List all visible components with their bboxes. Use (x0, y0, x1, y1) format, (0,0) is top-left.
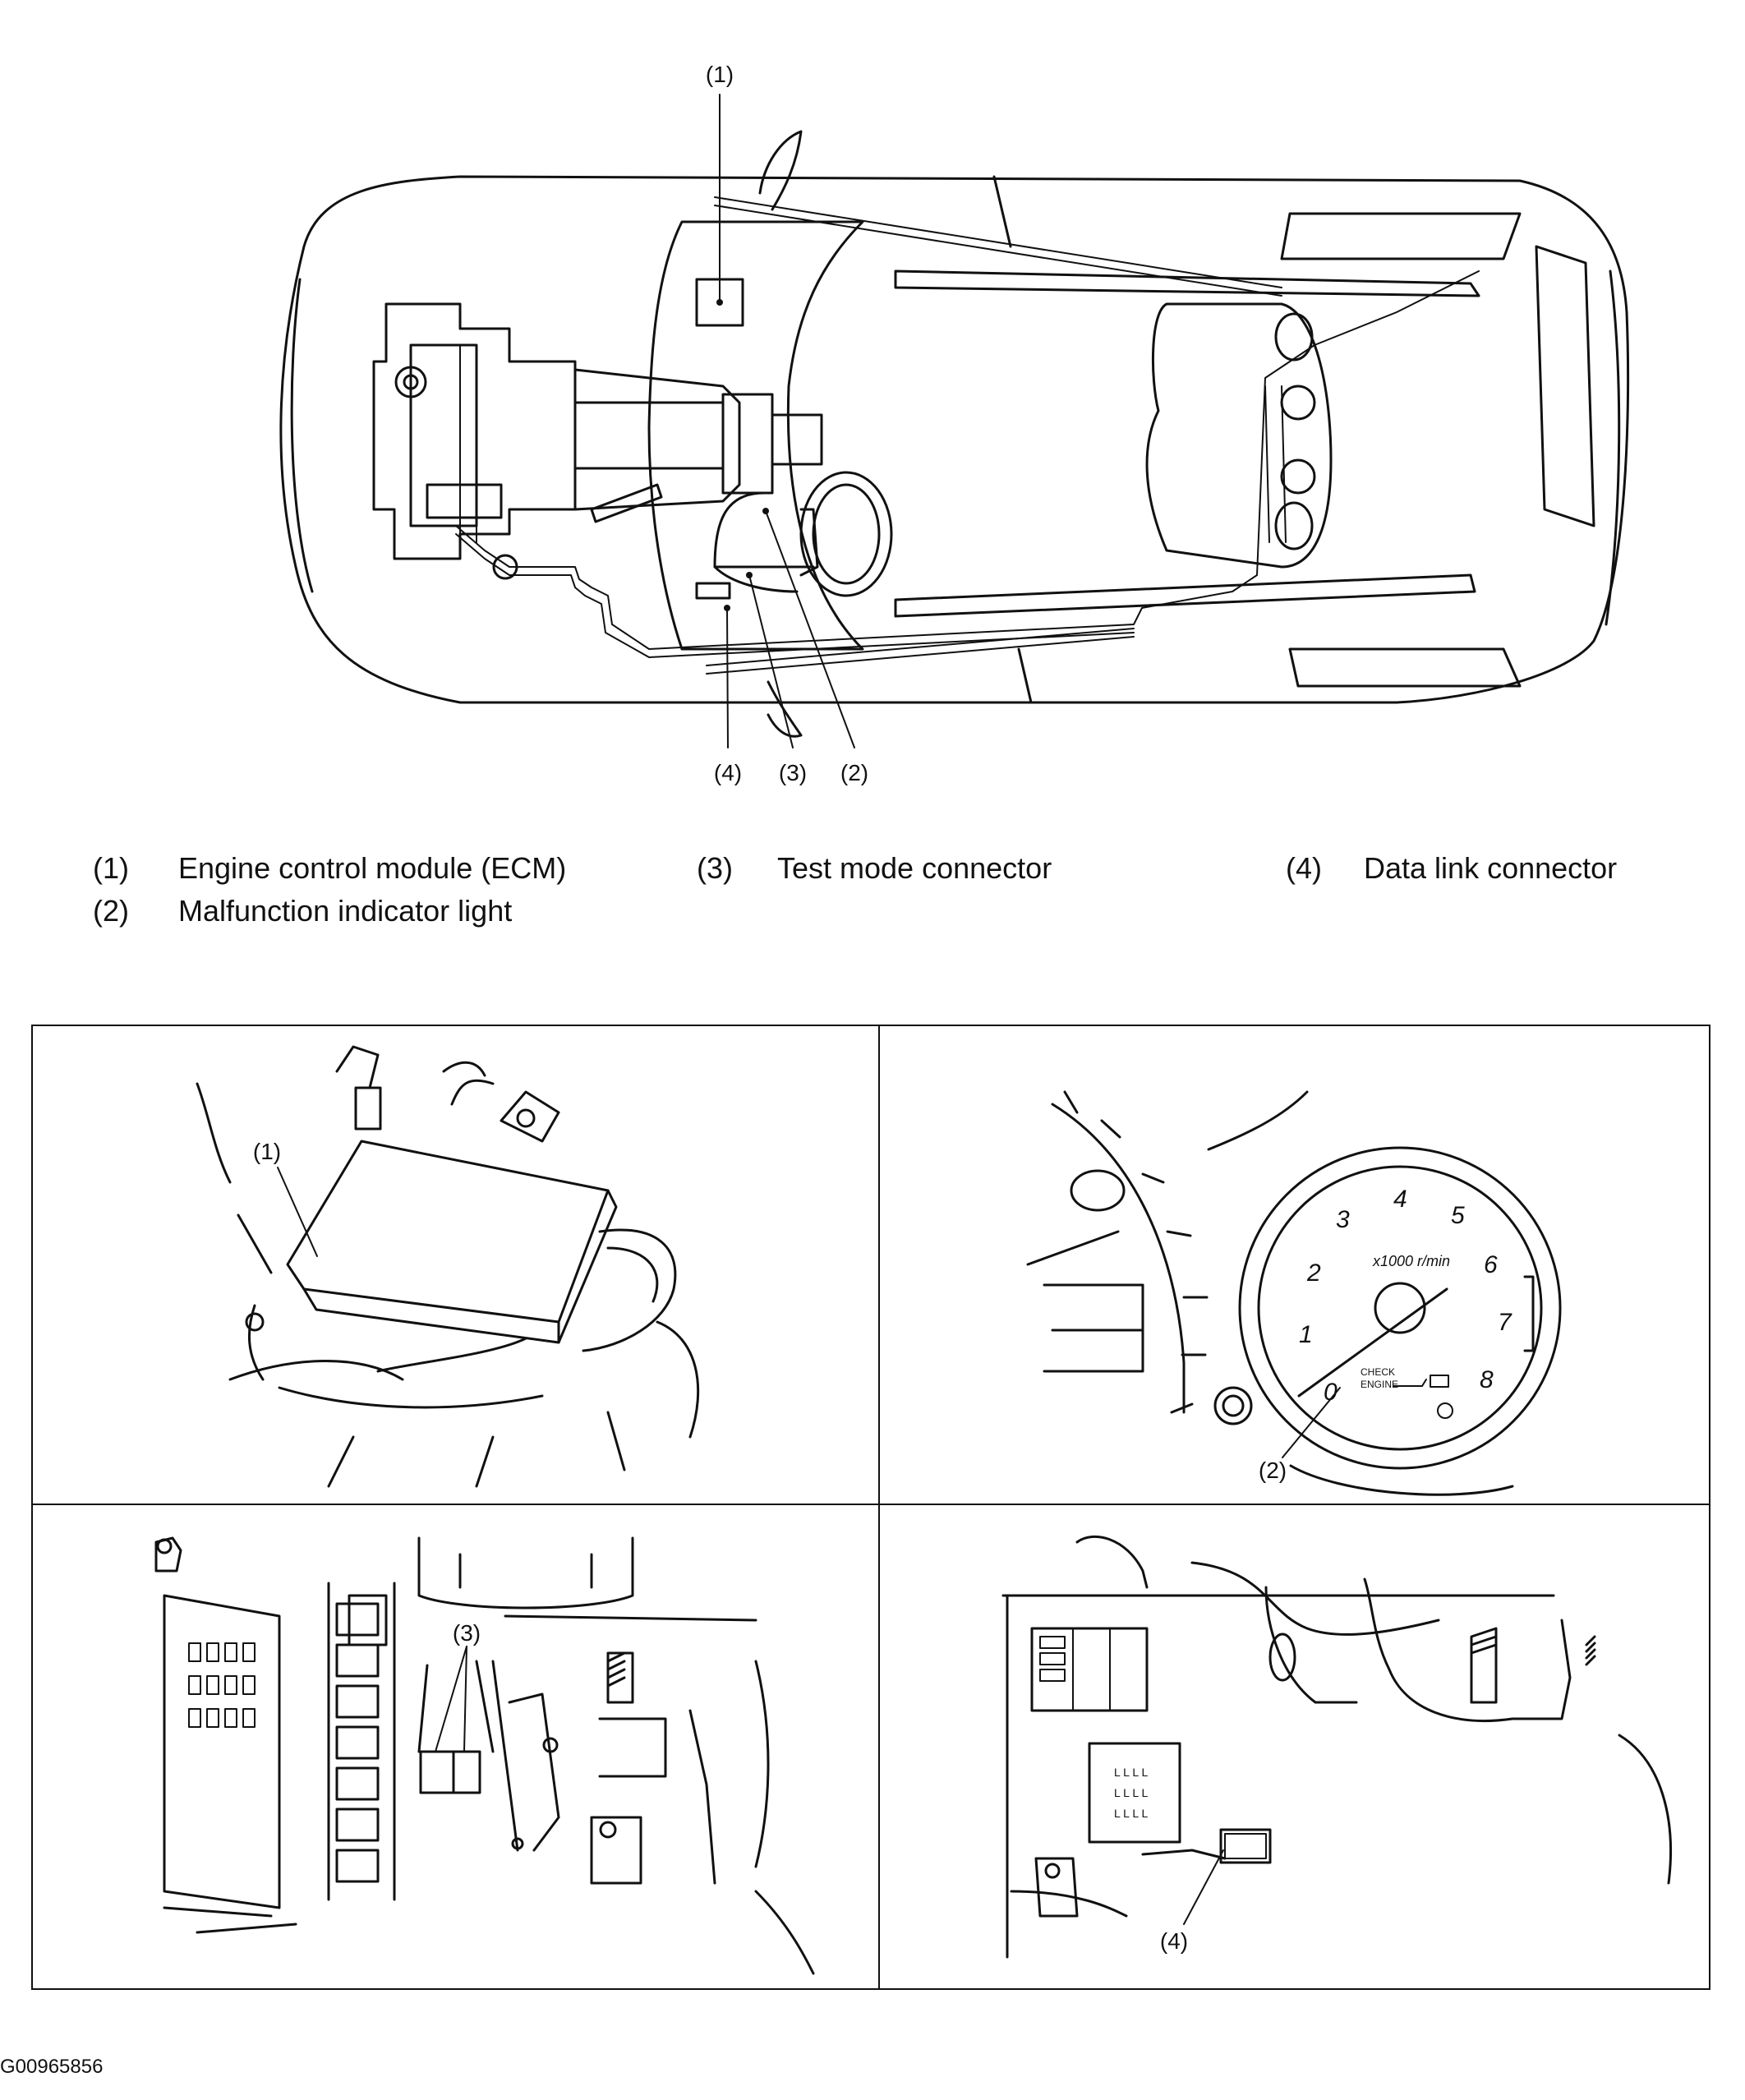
callout-1-panel: (1) (253, 1139, 281, 1164)
legend-num-4: (4) (1286, 851, 1322, 885)
check-engine-line-1: CHECK (1361, 1366, 1395, 1378)
data-link-connector (1219, 1828, 1272, 1864)
panel-data-link-connector: L L L L L L L L L L L L (4) (878, 1504, 1710, 1990)
windshield-frame (647, 220, 864, 651)
test-mode-connector (419, 1750, 455, 1794)
fuse-block: L L L L L L L L L L L L (1114, 1766, 1148, 1820)
ecm-housing (286, 1140, 610, 1324)
svg-text:L L L L: L L L L (1114, 1807, 1148, 1820)
gauge-num-2: 2 (1306, 1260, 1321, 1287)
legend-text-2: Malfunction indicator light (178, 894, 513, 928)
callout-3-panel: (3) (453, 1620, 481, 1646)
engine-assembly (372, 302, 823, 580)
gauge-num-4: 4 (1393, 1186, 1407, 1213)
fuse-grid (188, 1642, 256, 1728)
legend-text-4: Data link connector (1364, 851, 1618, 885)
gauge-unit: x1000 r/min (1372, 1253, 1450, 1269)
gauge-num-5: 5 (1451, 1202, 1465, 1229)
wiring-harness (455, 270, 1480, 650)
tachometer-needle (1297, 1287, 1448, 1398)
legend-num-1: (1) (93, 851, 129, 885)
check-engine-line-2: ENGINE (1361, 1379, 1398, 1390)
figure-code: G00965856 (0, 2056, 104, 2078)
panel-test-mode-connector: (3) (31, 1504, 880, 1990)
steering-wheel (799, 471, 893, 597)
fuel-tank (1145, 302, 1333, 569)
gauge-num-0: 0 (1324, 1379, 1338, 1406)
panel-instrument-cluster: 0 1 2 3 4 5 6 7 8 x1000 r/min CHECK ENGI… (878, 1025, 1710, 1505)
svg-text:L L L L: L L L L (1114, 1786, 1148, 1799)
gauge-num-8: 8 (1480, 1366, 1494, 1393)
legend-num-3: (3) (697, 851, 733, 885)
callout-2-panel: (2) (1259, 1458, 1287, 1483)
tachometer: 0 1 2 3 4 5 6 7 8 x1000 r/min CHECK ENGI… (1238, 1146, 1562, 1470)
vehicle-overview-diagram: (1) (4) (3) (2) (279, 62, 1630, 785)
gauge-num-1: 1 (1299, 1321, 1313, 1348)
relay-column (335, 1602, 380, 1883)
legend-text-3: Test mode connector (777, 851, 1052, 885)
callout-4-panel: (4) (1160, 1928, 1188, 1954)
panel-ecm: (1) (31, 1025, 880, 1505)
legend-text-1: Engine control module (ECM) (178, 851, 567, 885)
callout-3-top: (3) (779, 760, 807, 785)
gauge-num-6: 6 (1484, 1251, 1498, 1278)
legend-num-2: (2) (93, 894, 129, 928)
callout-1-top: (1) (706, 62, 734, 87)
gauge-num-7: 7 (1498, 1309, 1512, 1336)
callout-2-top: (2) (840, 760, 868, 785)
car-body-outline (279, 175, 1630, 704)
callout-4-top: (4) (714, 760, 742, 785)
gauge-num-3: 3 (1336, 1206, 1350, 1233)
svg-text:L L L L: L L L L (1114, 1766, 1148, 1779)
